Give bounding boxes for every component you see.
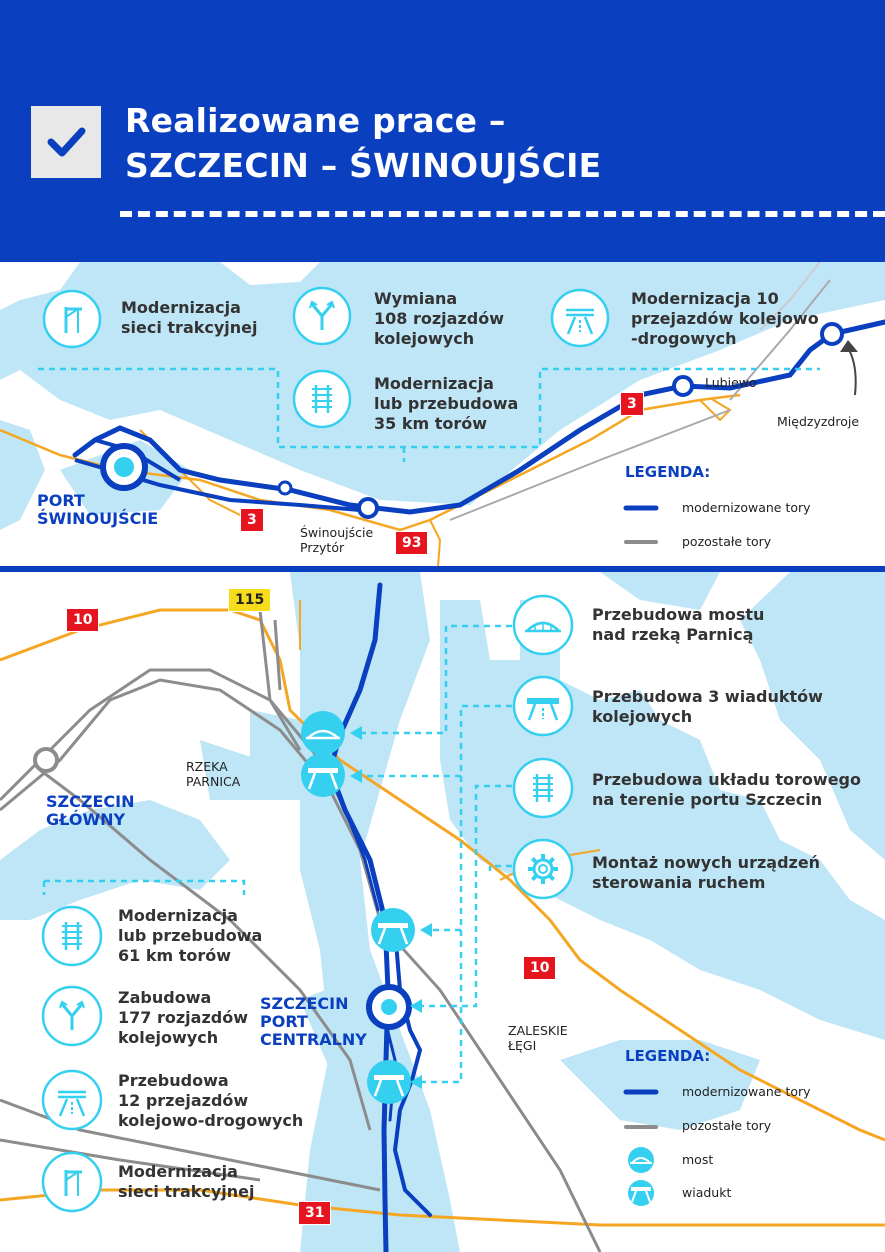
road-badge-10-west: 10 xyxy=(66,608,100,632)
checkbox-icon xyxy=(31,106,101,178)
header-divider xyxy=(120,211,885,217)
legend-viaduct: wiadukt xyxy=(682,1185,732,1200)
top-callout-brackets xyxy=(38,367,820,462)
page-title-line-1: Realizowane prace – xyxy=(125,101,506,140)
bottom-arrow-heads xyxy=(350,726,432,1089)
legend-modernised-top: modernizowane tory xyxy=(682,500,811,515)
legend-other-bottom: pozostałe tory xyxy=(682,1118,772,1133)
place-lubiewo: Lubiewo xyxy=(705,375,757,390)
road-badge-31: 31 xyxy=(298,1201,332,1225)
road-badge-115: 115 xyxy=(228,588,272,612)
bottom-callout-arrows xyxy=(42,624,512,1084)
top-work-icons xyxy=(42,286,610,429)
top-legend-lines xyxy=(623,505,659,544)
route-map xyxy=(0,262,885,1252)
road-badge-10-east: 10 xyxy=(523,956,557,980)
bottom-legend-symbols xyxy=(623,1089,659,1206)
page-title-line-2: SZCZECIN – ŚWINOUJŚCIE xyxy=(125,146,602,185)
top-other-tracks xyxy=(449,279,831,521)
road-badge-93: 93 xyxy=(395,531,429,555)
header-banner: Realizowane prace – SZCZECIN – ŚWINOUJŚC… xyxy=(0,0,885,262)
legend-other-top: pozostałe tory xyxy=(682,534,772,549)
bottom-map-markers xyxy=(301,711,415,1104)
legend-title-bottom: LEGENDA: xyxy=(625,1047,711,1065)
legend-modernised-bottom: modernizowane tory xyxy=(682,1084,811,1099)
top-stations xyxy=(100,322,858,519)
bottom-callout-icons xyxy=(512,594,574,900)
legend-bridge: most xyxy=(682,1152,714,1167)
legend-title-top: LEGENDA: xyxy=(625,463,711,481)
bottom-stations xyxy=(33,747,412,1030)
road-badge-3-east: 3 xyxy=(620,392,644,416)
top-map-background xyxy=(0,262,885,567)
bottom-work-icons xyxy=(41,905,103,1213)
place-miedzyzdroje: Międzyzdroje xyxy=(777,414,860,429)
section-divider xyxy=(0,566,885,572)
road-badge-3-west: 3 xyxy=(240,508,264,532)
